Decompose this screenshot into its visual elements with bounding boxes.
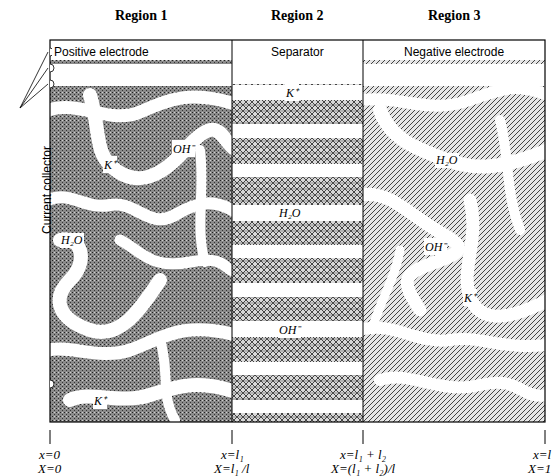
axis-label: X=1 [528,461,551,476]
current-collector-label: Current collector [40,146,54,234]
axis-label: x=l [533,447,551,463]
region-heading: Region 2 [271,8,324,24]
electrode-region: Region 3Negative electrode [363,40,545,422]
axis-label: X=0 [38,461,61,476]
ion-label: OH⁻ [172,140,195,157]
ion-label: H₂O [278,206,302,221]
electrode-region: Region 1Positive electrode [50,40,232,422]
region-name: Separator [269,45,326,59]
axis-label: x=l₁ + l₂ [340,447,386,463]
ion-label: OH⁻ [278,321,301,338]
axis-label: x=0 [39,447,60,463]
region-heading: Region 3 [428,8,481,24]
ion-label: H₂O [60,233,84,248]
axis-label: X=l₁ /l [214,461,249,476]
ion-label: K⁺ [103,156,117,173]
axis-label: X=(l₁ + l₂)/l [331,461,395,476]
ion-label: H₂O [435,153,459,168]
region-name: Positive electrode [52,45,151,59]
ion-label: K⁺ [463,289,477,306]
ion-label: OH⁻ [424,238,447,255]
ion-label: K⁺ [285,84,299,101]
region-heading: Region 1 [115,8,168,24]
ion-label: K⁺ [93,392,107,409]
axis-label: x=l₁ [221,447,244,463]
region-name: Negative electrode [402,45,506,59]
